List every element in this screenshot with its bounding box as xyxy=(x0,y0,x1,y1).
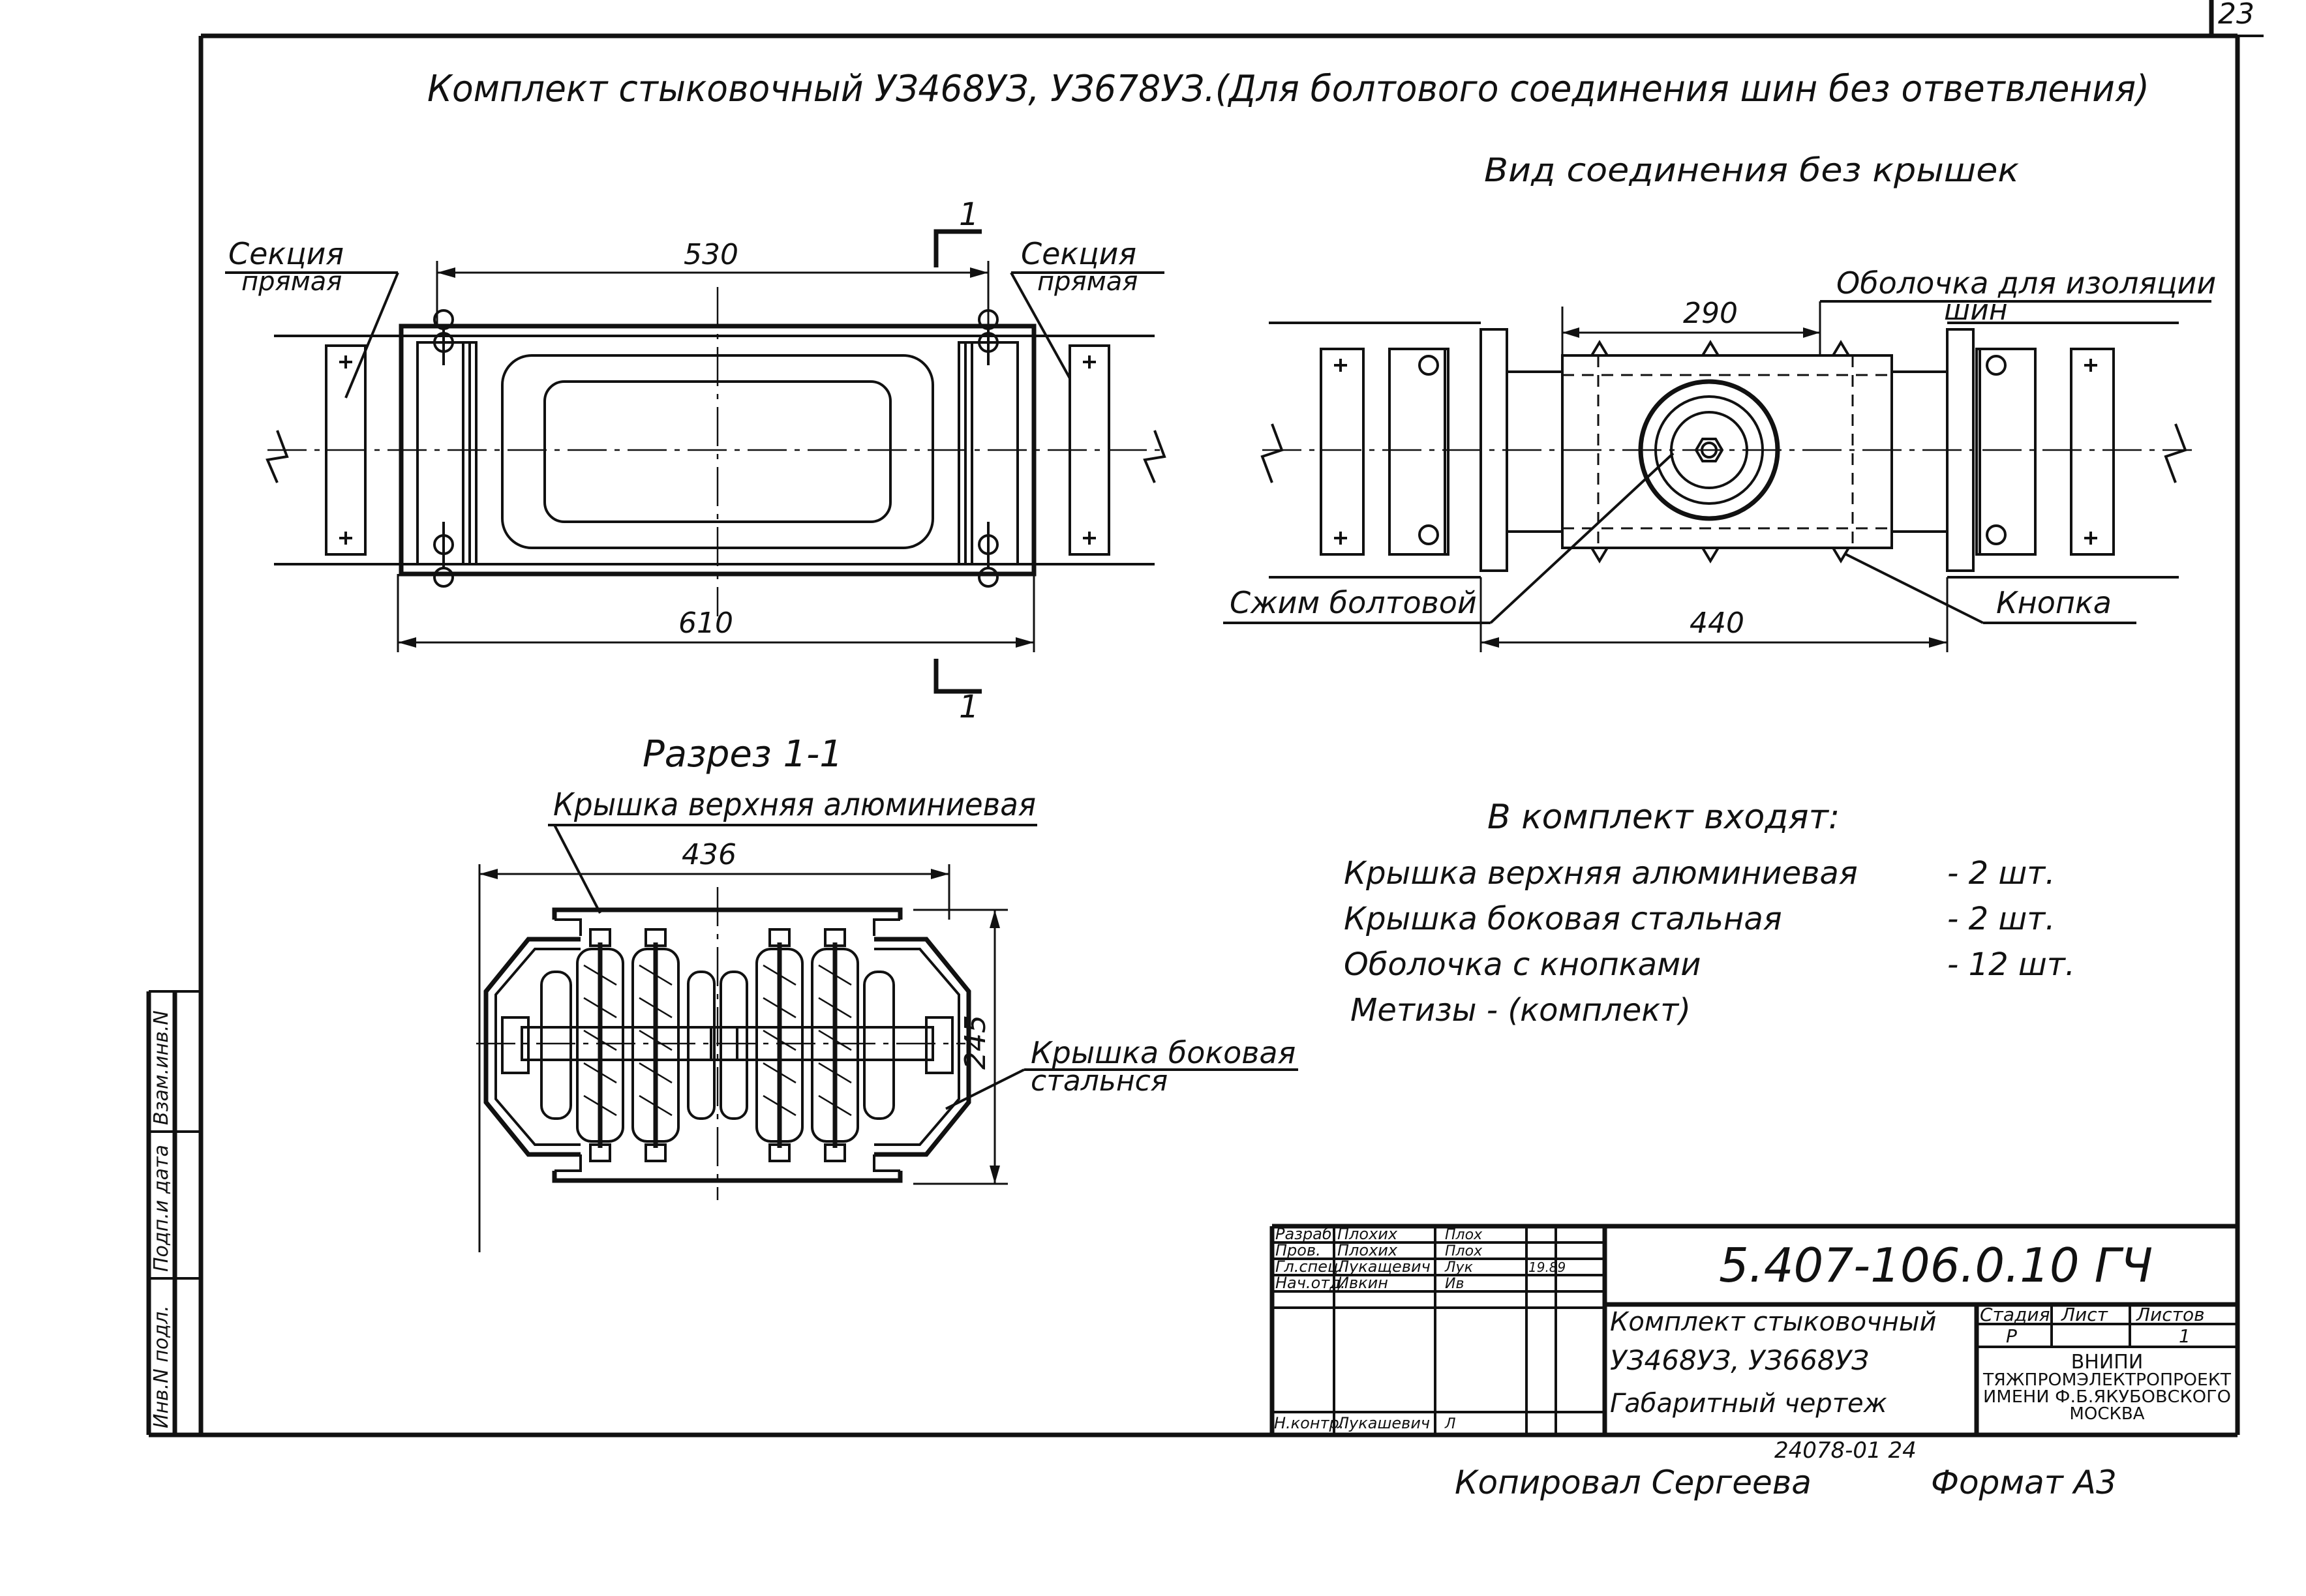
kit-item-3-name: Оболочка с кнопками xyxy=(1344,946,1701,983)
section-title: Разрез 1-1 xyxy=(643,733,843,775)
tb-org-line-2: ТЯЖПРОМЭЛЕКТРОПРОЕКТ xyxy=(1982,1370,2231,1390)
view-without-covers-title: Вид соединения без крышек xyxy=(1484,151,2019,189)
kit-item-1-qty: - 2 шт. xyxy=(1947,855,2056,892)
clamp-label: Сжим болтовой xyxy=(1230,585,1477,620)
tb-role-1: Разраб. xyxy=(1275,1225,1337,1243)
section-right-label-2: прямая xyxy=(1037,267,1138,297)
section-left-label-2: прямая xyxy=(241,267,342,297)
tb-role-4: Нач.отд. xyxy=(1275,1274,1345,1292)
format-label: Формат А3 xyxy=(1931,1464,2117,1501)
tb-sheet-label: Лист xyxy=(2061,1304,2108,1325)
tb-sign-2: Плох xyxy=(1445,1243,1483,1259)
stamp-inv-podl: Инв.N подл. xyxy=(150,1305,173,1428)
tb-sign-4: Ив xyxy=(1445,1276,1464,1292)
section-left-label-1: Секция xyxy=(228,236,344,271)
kit-item-1-name: Крышка верхняя алюминиевая xyxy=(1344,855,1858,892)
plan-dimensions xyxy=(397,229,1035,694)
sheet-number: 23 xyxy=(2218,0,2254,31)
side-dim-top: 290 xyxy=(1683,297,1738,330)
tb-name-4: Ивкин xyxy=(1337,1274,1388,1292)
tb-sheets-value: 1 xyxy=(2179,1325,2191,1347)
tb-role-3: Гл.спец. xyxy=(1275,1257,1343,1276)
tb-sign-3: Лук xyxy=(1444,1259,1474,1276)
side-stamp xyxy=(146,990,201,1435)
side-cover-label-1: Крышка боковая xyxy=(1031,1035,1296,1070)
section-dim-height: 245 xyxy=(959,1015,992,1070)
tb-sign-5: Л xyxy=(1444,1416,1456,1432)
tb-stage-label: Стадия xyxy=(1980,1304,2050,1325)
tb-org-line-3: ИМЕНИ Ф.Б.ЯКУБОВСКОГО xyxy=(1983,1387,2231,1407)
main-title: Комплект стыковочный УЗ468УЗ, УЗ678УЗ.(Д… xyxy=(427,68,2149,110)
section-right-label-1: Секция xyxy=(1021,236,1136,271)
tb-desc-line-1: Комплект стыковочный xyxy=(1610,1307,1936,1337)
plan-view xyxy=(265,287,1168,616)
tb-role-2: Пров. xyxy=(1275,1241,1321,1259)
tb-sheets-label: Листов xyxy=(2136,1304,2205,1325)
kit-item-3-qty: - 12 шт. xyxy=(1947,946,2075,983)
plan-dim-top: 530 xyxy=(684,238,738,271)
tb-desc-line-3: Габаритный чертеж xyxy=(1610,1389,1887,1419)
side-dim-bottom: 440 xyxy=(1690,607,1744,640)
tb-name-1: Плохих xyxy=(1337,1225,1398,1243)
tb-org-line-4: МОСКВА xyxy=(2069,1404,2144,1424)
section-drawing xyxy=(476,864,1008,1252)
tb-name-5: Лукашевич xyxy=(1337,1414,1430,1432)
stamp-vzam-inv: Взам.инв.N xyxy=(150,1010,173,1125)
cut-label-top: 1 xyxy=(959,196,979,233)
tb-role-5: Н.контр. xyxy=(1274,1414,1344,1432)
button-label: Кнопка xyxy=(1996,585,2112,620)
plan-dim-bottom: 610 xyxy=(678,607,733,640)
sheet-frame xyxy=(149,0,2264,1438)
tb-name-2: Плохих xyxy=(1337,1241,1398,1259)
busbar-pack-left xyxy=(540,928,716,1162)
shell-label-2: шин xyxy=(1944,294,2008,327)
doc-code: 5.407-106.0.10 ГЧ xyxy=(1719,1238,2153,1293)
tb-stage-value: Р xyxy=(2006,1325,2017,1347)
tb-desc-line-2: УЗ468УЗ, УЗ668УЗ xyxy=(1610,1344,1869,1376)
tb-sign-1: Плох xyxy=(1445,1227,1483,1243)
shell-label-1: Оболочка для изоляции xyxy=(1836,265,2216,301)
copied-by: Копировал Сергеева xyxy=(1455,1464,1812,1501)
kit-item-2-qty: - 2 шт. xyxy=(1947,901,2056,937)
section-dim-width: 436 xyxy=(682,838,736,871)
kit-heading: В комплект входят: xyxy=(1487,798,1840,837)
tb-org-line-1: ВНИПИ xyxy=(2071,1351,2144,1374)
top-cover-label: Крышка верхняя алюминиевая xyxy=(553,787,1036,823)
cut-label-bottom: 1 xyxy=(959,689,979,725)
stamp-podp-data: Подп.и дата xyxy=(150,1145,173,1272)
archive-number: 24078-01 24 xyxy=(1774,1438,1917,1464)
title-block-frame xyxy=(1269,1224,2238,1435)
busbar-pack-right xyxy=(720,928,895,1162)
kit-item-4-name: Метизы - (комплект) xyxy=(1350,992,1691,1029)
tb-date-3: 19.89 xyxy=(1528,1259,1566,1275)
tb-name-3: Лукащевич xyxy=(1337,1257,1431,1276)
side-view xyxy=(1260,322,2192,579)
kit-item-2-name: Крышка боковая стальная xyxy=(1344,901,1782,937)
